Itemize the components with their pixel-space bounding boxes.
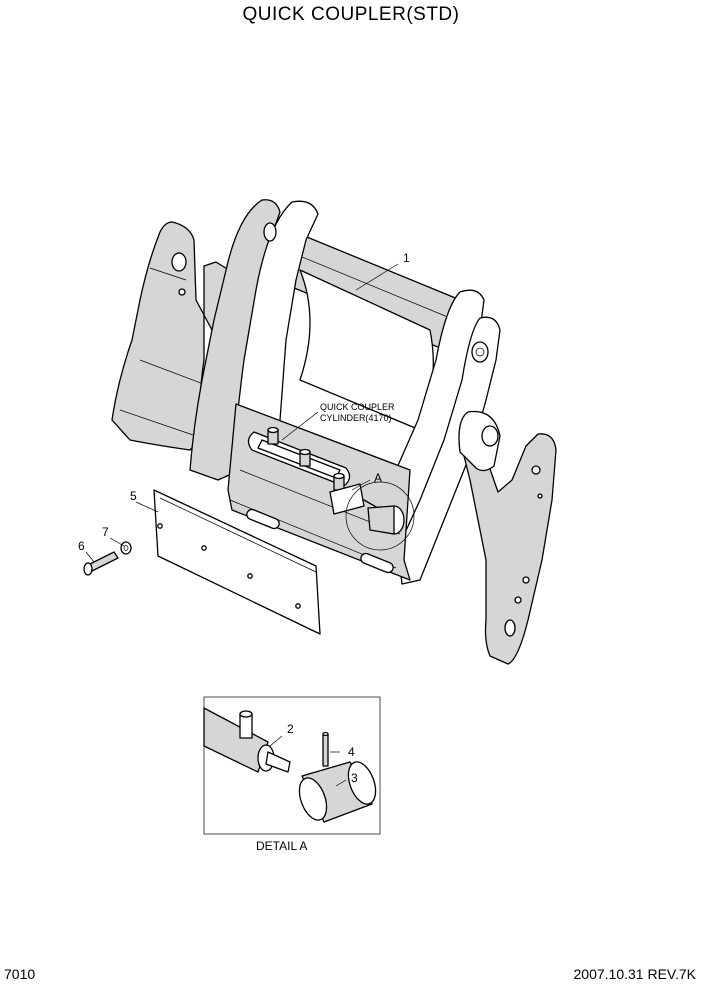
bolt (83, 551, 119, 576)
callout-1: 1 (403, 251, 410, 265)
callout-detail-ref: A (374, 471, 382, 485)
callout-2: 2 (287, 722, 294, 736)
washer (120, 541, 132, 555)
cylinder-note-line2: CYLINDER(4170) (320, 413, 392, 423)
cylinder-note-line1: QUICK COUPLER (320, 402, 395, 412)
detail-caption: DETAIL A (256, 839, 307, 853)
coupler-cylinder (247, 426, 405, 535)
detail-a-marker (345, 481, 415, 551)
left-side-plate (111, 221, 233, 451)
revision-label: 2007.10.31 REV.7K (573, 966, 696, 982)
callout-3: 3 (351, 771, 358, 785)
callout-5: 5 (130, 489, 137, 503)
callout-4: 4 (348, 745, 355, 759)
right-side-plate (458, 410, 557, 665)
page-title: QUICK COUPLER(STD) (242, 4, 460, 25)
leader-lines (85, 263, 399, 563)
callout-6: 6 (78, 539, 85, 553)
callout-7: 7 (102, 525, 109, 539)
detail-a-box (203, 696, 381, 835)
cover-plate (153, 489, 321, 635)
page-number: 7010 (4, 966, 36, 982)
